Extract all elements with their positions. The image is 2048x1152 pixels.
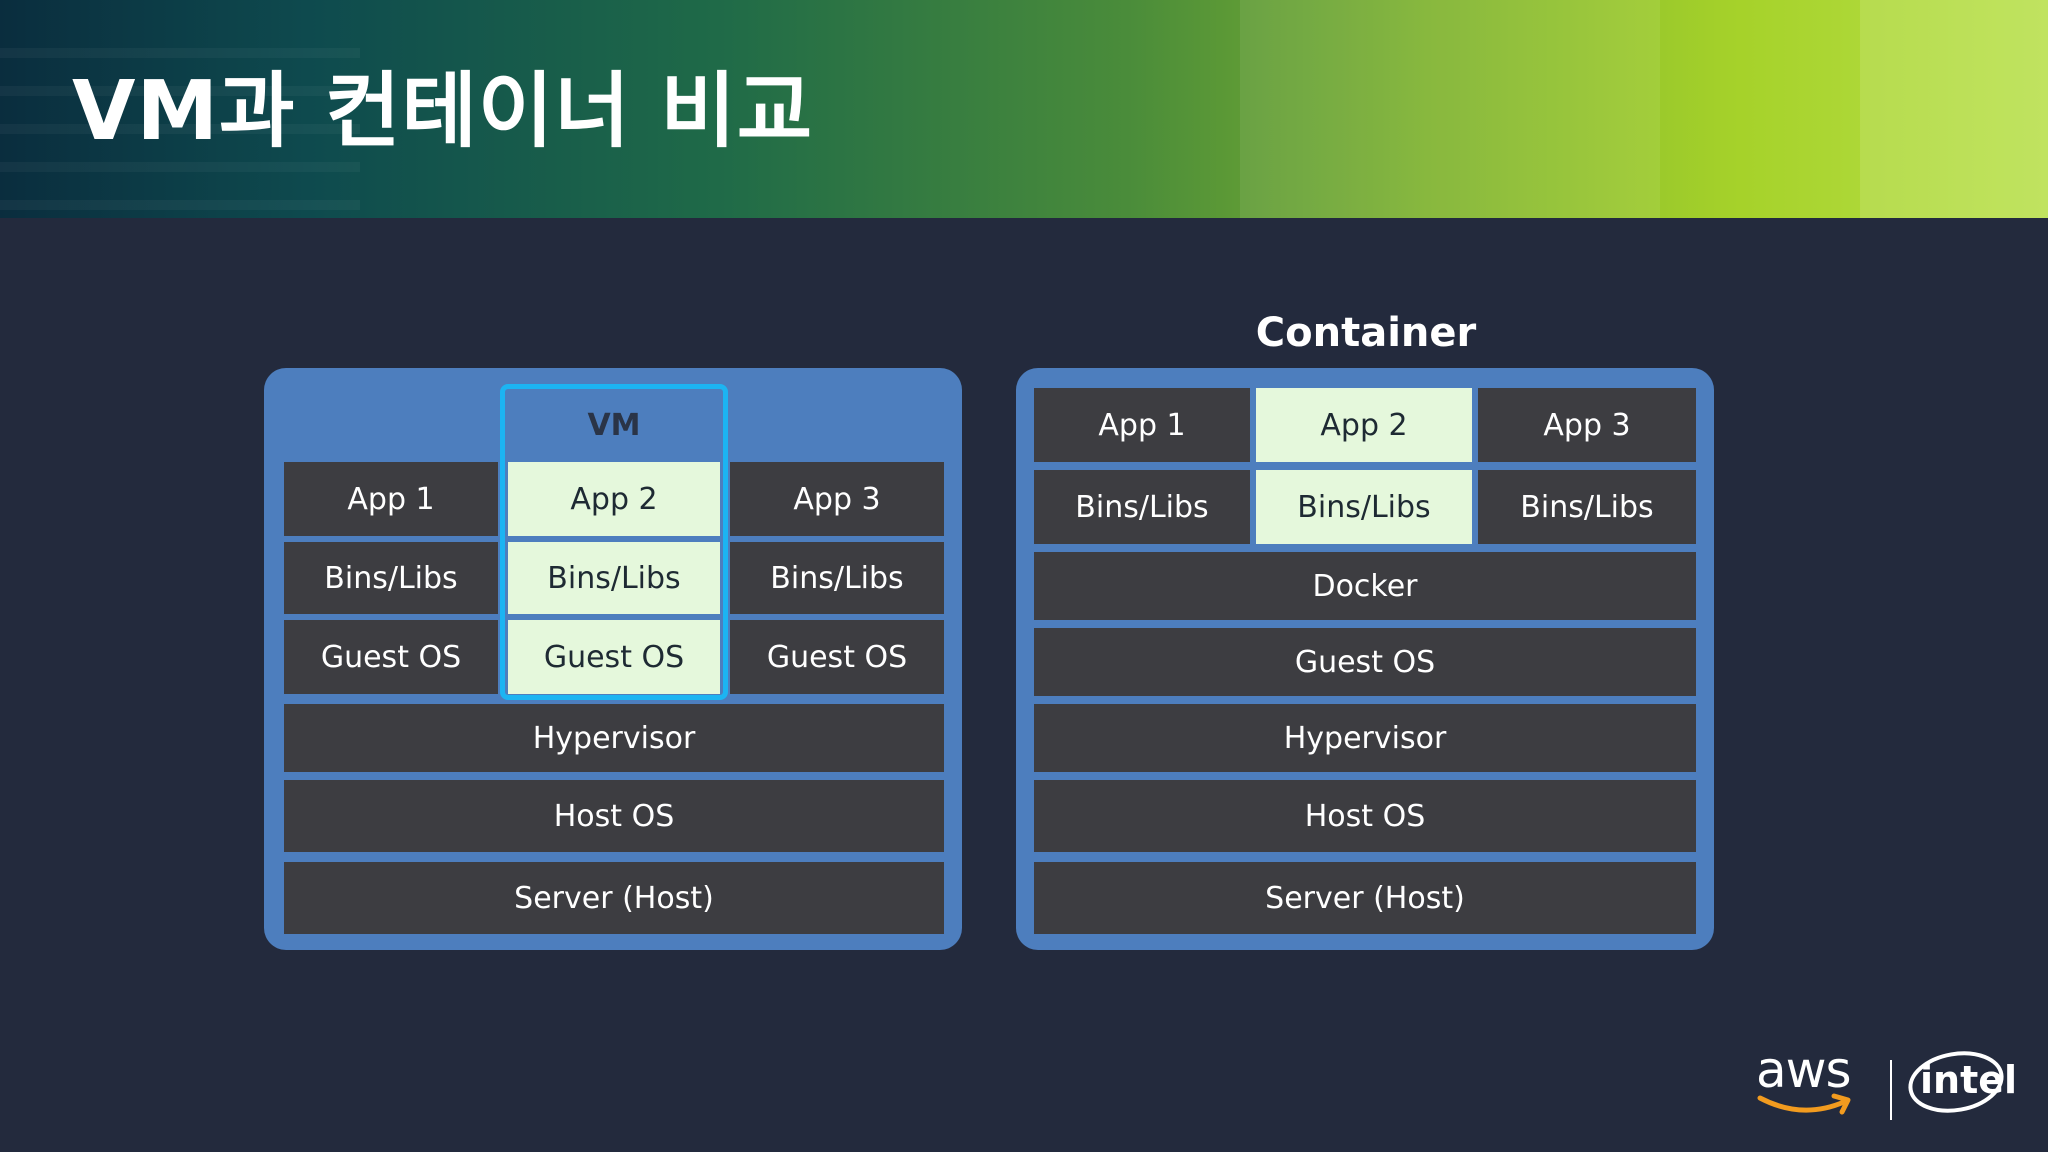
slide-title: VM과 컨테이너 비교 xyxy=(72,64,814,159)
vm-hypervisor: Hypervisor xyxy=(284,704,944,772)
vm-bins-libs-2: Bins/Libs xyxy=(508,542,720,614)
vm-guest-os-3: Guest OS xyxy=(730,620,944,694)
container-bins-libs-3: Bins/Libs xyxy=(1478,470,1696,544)
container-docker: Docker xyxy=(1034,552,1696,620)
vm-bins-libs-1: Bins/Libs xyxy=(284,542,498,614)
vm-guest-os-2: Guest OS xyxy=(508,620,720,694)
intel-logo: intel xyxy=(1906,1046,2017,1116)
banner-decoration xyxy=(1860,0,2048,218)
container-host-os: Host OS xyxy=(1034,780,1696,852)
header-banner xyxy=(0,0,2048,218)
intel-swoosh-icon xyxy=(1908,1051,2004,1113)
intel-logo-text: intel xyxy=(1920,1058,2018,1102)
vm-host-os: Host OS xyxy=(284,780,944,852)
vm-label: VM xyxy=(587,408,641,443)
container-guest-os: Guest OS xyxy=(1034,628,1696,696)
container-app-2: App 2 xyxy=(1256,388,1472,462)
vm-app-1: App 1 xyxy=(284,462,498,536)
container-app-1: App 1 xyxy=(1034,388,1250,462)
aws-logo-text: aws xyxy=(1756,1041,1852,1099)
aws-logo: aws xyxy=(1756,1042,1866,1122)
container-title: Container xyxy=(1255,310,1477,356)
container-app-3: App 3 xyxy=(1478,388,1696,462)
container-server-host: Server (Host) xyxy=(1034,862,1696,934)
banner-decoration xyxy=(1240,0,1660,218)
vm-app-2: App 2 xyxy=(508,462,720,536)
vm-server-host: Server (Host) xyxy=(284,862,944,934)
banner-pattern xyxy=(0,40,360,210)
vm-bins-libs-3: Bins/Libs xyxy=(730,542,944,614)
vm-app-3: App 3 xyxy=(730,462,944,536)
aws-smile-icon xyxy=(1757,1093,1851,1115)
logo-divider xyxy=(1890,1060,1892,1120)
container-bins-libs-1: Bins/Libs xyxy=(1034,470,1250,544)
container-hypervisor: Hypervisor xyxy=(1034,704,1696,772)
vm-guest-os-1: Guest OS xyxy=(284,620,498,694)
container-bins-libs-2: Bins/Libs xyxy=(1256,470,1472,544)
